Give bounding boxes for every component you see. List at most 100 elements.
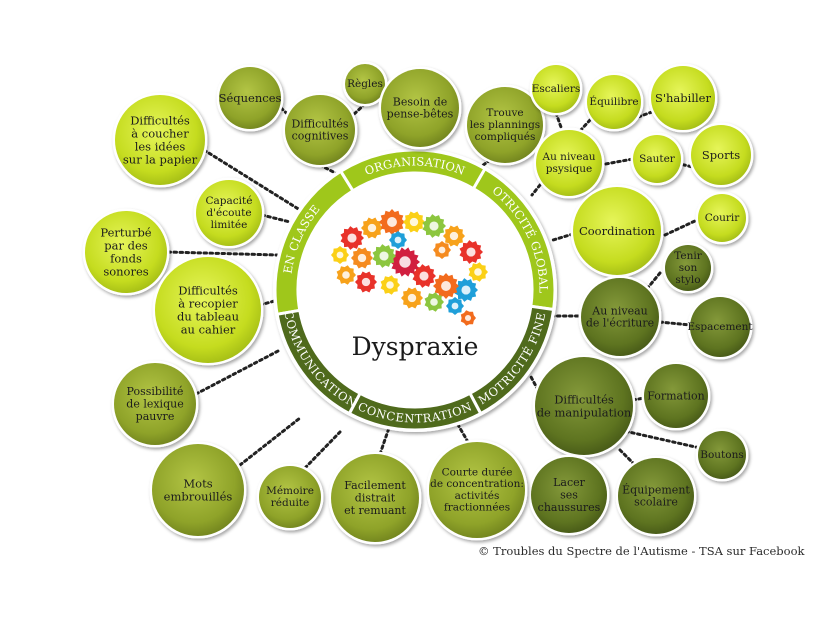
- connector-line: [663, 218, 699, 237]
- bubble-fill: [633, 135, 681, 183]
- bubble-fill: [532, 65, 580, 113]
- bubble-espacement: Espacement: [687, 294, 753, 360]
- bubble-fill: [618, 458, 694, 534]
- connector-line: [260, 213, 292, 224]
- gear-icon: [454, 278, 478, 302]
- gear-icon: [460, 310, 476, 326]
- connector-line: [166, 250, 279, 257]
- bubble-label-line: Difficultés: [291, 117, 348, 130]
- brain-gears-icon: [331, 209, 488, 326]
- bubble-label-line: de concentration:: [430, 478, 524, 490]
- bubble-label-line: les plannings: [470, 119, 540, 131]
- bubble-label-line: fonds: [110, 251, 142, 265]
- gear-icon: [380, 275, 400, 295]
- gear-icon: [389, 231, 407, 249]
- connector-line: [598, 157, 635, 167]
- gear-icon: [412, 264, 436, 288]
- bubble-courir: Courir: [695, 191, 749, 245]
- center-title: Dyspraxie: [352, 332, 479, 361]
- bubble-label-line: fractionnées: [444, 502, 510, 514]
- bubble-label-line: embrouillés: [164, 489, 233, 503]
- gear-icon: [403, 211, 425, 233]
- gear-icon: [351, 247, 373, 269]
- bubble-fill: [259, 466, 321, 528]
- bubble-label-line: Trouve: [486, 107, 523, 119]
- bubble-sequences: Séquences: [216, 64, 284, 132]
- bubble-fill: [152, 444, 244, 536]
- connector-line: [618, 428, 702, 450]
- bubble-label-line: Difficultés: [130, 114, 190, 128]
- bubble-label-line: Sports: [702, 148, 740, 162]
- bubble-label-line: d'écoute: [206, 207, 251, 219]
- bubble-label-line: de manipulation: [537, 405, 632, 419]
- connector-line: [578, 118, 592, 133]
- bubble-label-line: Formation: [647, 390, 705, 403]
- connector-line: [194, 348, 282, 396]
- gear-icon: [424, 292, 444, 312]
- connector-line: [202, 148, 302, 212]
- bubble-label-line: scolaire: [634, 496, 678, 509]
- bubble-label-line: Escaliers: [532, 83, 581, 95]
- gear-icon: [390, 247, 420, 277]
- bubble-label-line: de lexique: [126, 398, 183, 411]
- bubble-shabiller: S'habiller: [648, 63, 718, 133]
- gear-icon: [433, 273, 459, 299]
- gear-icon: [433, 241, 451, 259]
- bubble-label-line: Facilement: [344, 479, 406, 492]
- bubble-fill: [381, 69, 459, 147]
- bubble-label-line: Boutons: [700, 449, 744, 461]
- connector-line: [551, 232, 575, 242]
- connector-line: [554, 111, 564, 132]
- bubble-label-line: stylo: [675, 274, 700, 286]
- bubble-fill: [535, 357, 633, 455]
- bubble-regles: Règles: [342, 61, 388, 107]
- bubble-fill: [155, 257, 261, 363]
- bubble-label-line: de l'écriture: [586, 317, 654, 330]
- bubble-label-line: à recopier: [178, 297, 238, 311]
- bubble-label-line: Équilibre: [589, 94, 638, 108]
- bubble-label-line: Lacer: [553, 476, 586, 489]
- bubble-coordination: Coordination: [570, 184, 664, 278]
- bubble-label-line: Équipement: [622, 482, 690, 496]
- gear-icon: [443, 225, 465, 247]
- bubble-fill: [581, 278, 659, 356]
- bubble-label-line: au cahier: [181, 322, 236, 336]
- bubble-label-line: réduite: [271, 497, 310, 509]
- bubble-label-line: Capacité: [206, 195, 253, 207]
- bubble-label-line: Mots: [183, 477, 212, 491]
- bubble-fill: [651, 66, 715, 130]
- bubble-label-line: sur la papier: [123, 152, 198, 166]
- bubble-label-line: Difficultés: [178, 284, 238, 298]
- bubble-label-line: Possibilité: [127, 385, 184, 398]
- bubble-fill: [587, 75, 641, 129]
- bubble-label-line: psysique: [546, 163, 593, 175]
- gear-icon: [468, 262, 488, 282]
- bubble-label-line: S'habiller: [655, 91, 712, 105]
- bubble-fill: [536, 130, 602, 196]
- connector-line: [636, 110, 654, 119]
- bubble-fill: [573, 187, 661, 275]
- bubble-fill: [114, 363, 196, 445]
- bubble-equilibre: Équilibre: [584, 72, 644, 132]
- bubble-fill: [219, 67, 281, 129]
- bubble-label-line: Besoin de: [393, 95, 448, 108]
- bubble-label-line: Règles: [347, 78, 383, 90]
- bubble-label-line: à coucher: [131, 127, 189, 141]
- bubble-sauter: Sauter: [630, 132, 684, 186]
- connector-line: [530, 183, 542, 197]
- gear-icon: [372, 244, 396, 268]
- bubble-fill: [196, 180, 262, 246]
- bubble-sports: Sports: [688, 122, 754, 188]
- bubble-label-line: limitée: [211, 219, 248, 231]
